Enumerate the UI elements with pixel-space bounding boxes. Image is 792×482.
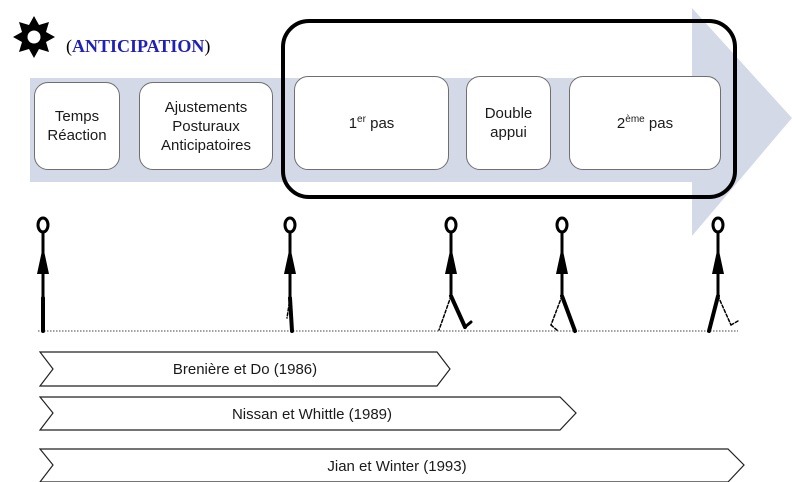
phase-temps-line-1: Temps — [54, 108, 100, 125]
diagram-title: (ANTICIPATION) — [66, 36, 210, 56]
figure-first-step — [438, 216, 473, 331]
phase-box-first-step: 1er pas — [294, 76, 449, 170]
phase-box-second-step: 2ème pas — [569, 76, 721, 170]
figure-weight-shift — [283, 216, 297, 333]
title-keyword: ANTICIPATION — [72, 36, 205, 56]
title-close-paren: ) — [204, 36, 211, 56]
phase-apa-line-2: Posturaux — [172, 117, 240, 135]
reference-label-2: Nissan et Whittle (1989) — [232, 406, 392, 423]
phase-second-step-word: pas — [644, 114, 674, 132]
phase-temps-line-2: Réaction — [47, 127, 107, 144]
figure-standing — [36, 216, 50, 333]
figure-second-step — [707, 216, 739, 333]
phase-apa-line-1: Ajustements — [164, 98, 248, 116]
reference-label-1: Brenière et Do (1986) — [173, 361, 317, 378]
phase-apa-line-3: Anticipatoires — [160, 136, 252, 154]
phase-box-apa: Ajustements Posturaux Anticipatoires — [139, 82, 273, 170]
phase-first-step-num: 1 — [348, 114, 358, 132]
starburst-icon — [13, 16, 55, 58]
phase-first-step-sup: er — [357, 113, 366, 125]
phase-box-double-support: Double appui — [466, 76, 551, 170]
phase-first-step-word: pas — [365, 114, 395, 132]
title-open-paren: ( — [66, 36, 72, 56]
phase-double-line-1: Double — [484, 105, 533, 122]
reference-label-3: Jian et Winter (1993) — [327, 458, 466, 475]
phase-double-line-2: appui — [490, 124, 527, 141]
phase-second-step-num: 2 — [616, 114, 626, 132]
reference-chevron-3: Jian et Winter (1993) — [38, 448, 745, 482]
reference-chevron-2: Nissan et Whittle (1989) — [38, 396, 577, 431]
phase-second-step-sup: ème — [625, 113, 645, 125]
figure-double-support — [550, 216, 577, 333]
phase-box-temps-reaction: Temps Réaction — [34, 82, 120, 170]
reference-chevron-1: Brenière et Do (1986) — [38, 351, 451, 387]
